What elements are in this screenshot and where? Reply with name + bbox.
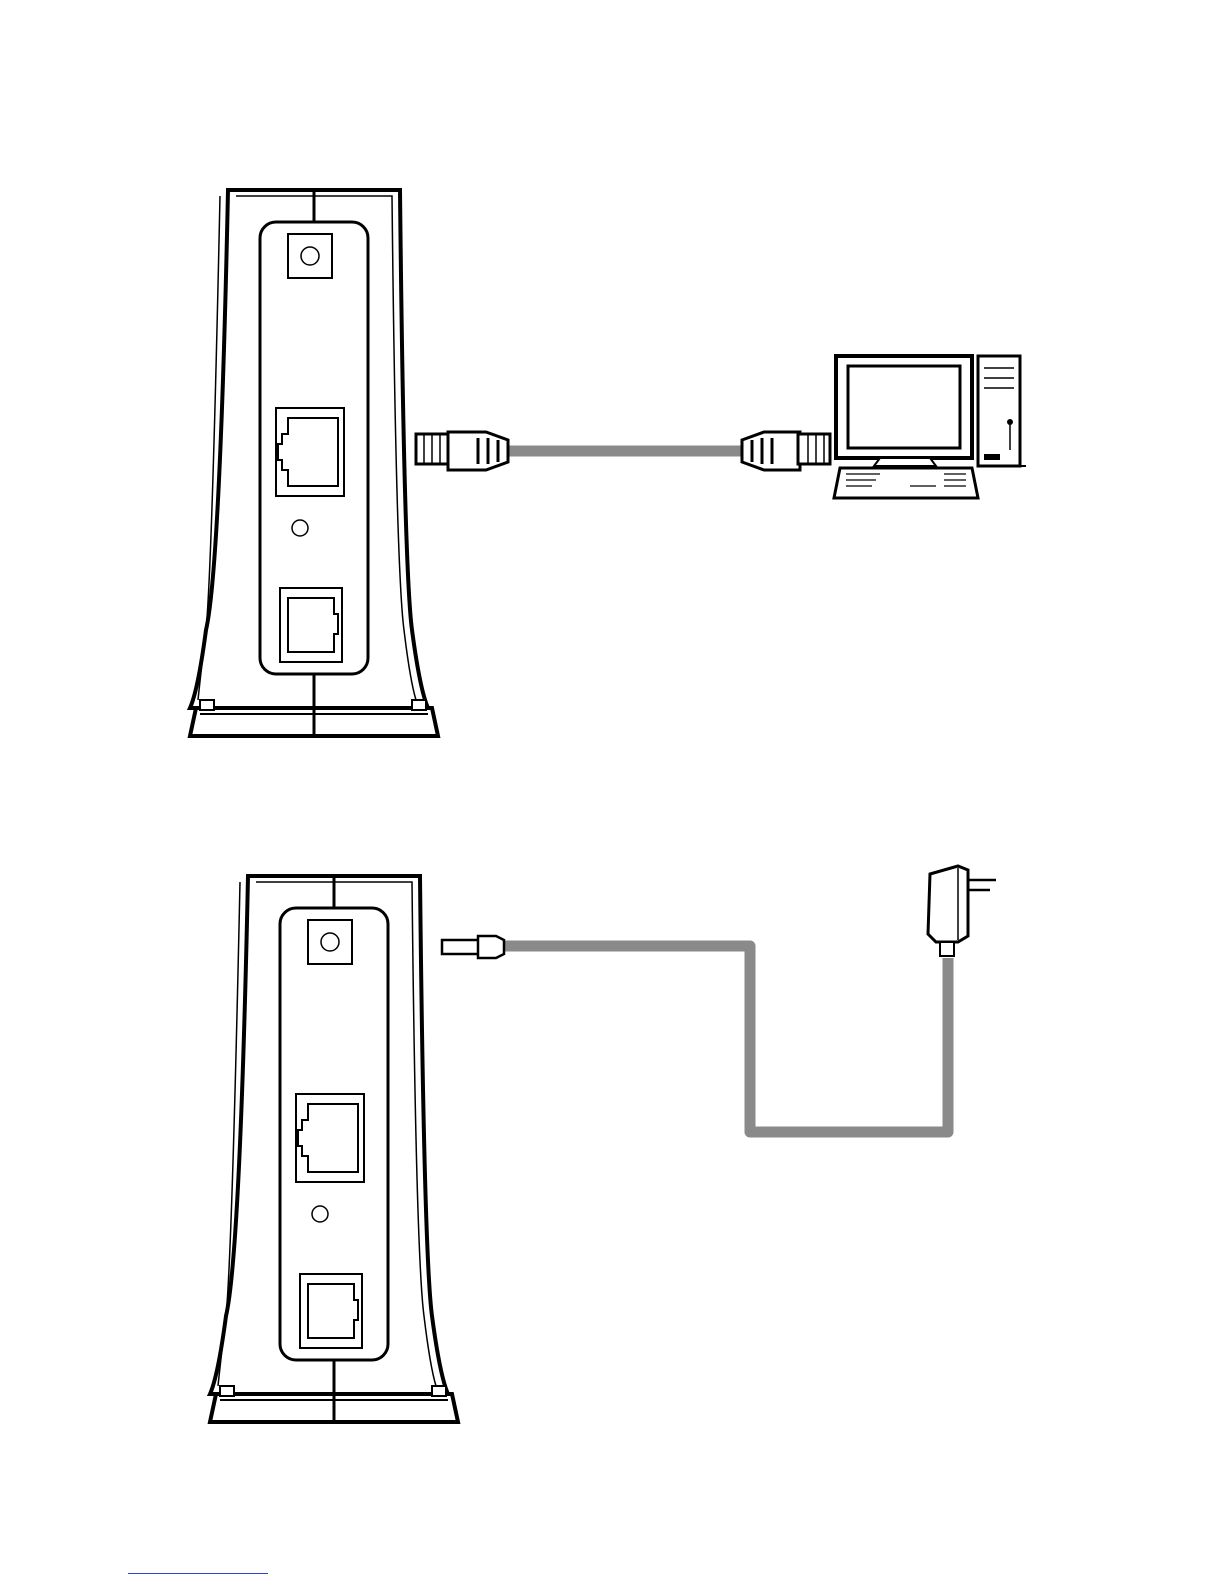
footer-link-rule	[128, 1573, 268, 1574]
router-back-panel	[210, 876, 458, 1422]
rj45-plug-left	[416, 432, 508, 470]
step-power-connection	[210, 866, 996, 1422]
power-cable	[500, 946, 948, 1132]
step-ethernet-connection	[190, 190, 1026, 736]
router-back-panel	[190, 190, 438, 736]
power-adapter-icon	[928, 866, 996, 956]
desktop-computer-icon	[834, 356, 1026, 498]
rj45-plug-right	[742, 432, 830, 470]
dc-barrel-plug	[442, 936, 504, 958]
